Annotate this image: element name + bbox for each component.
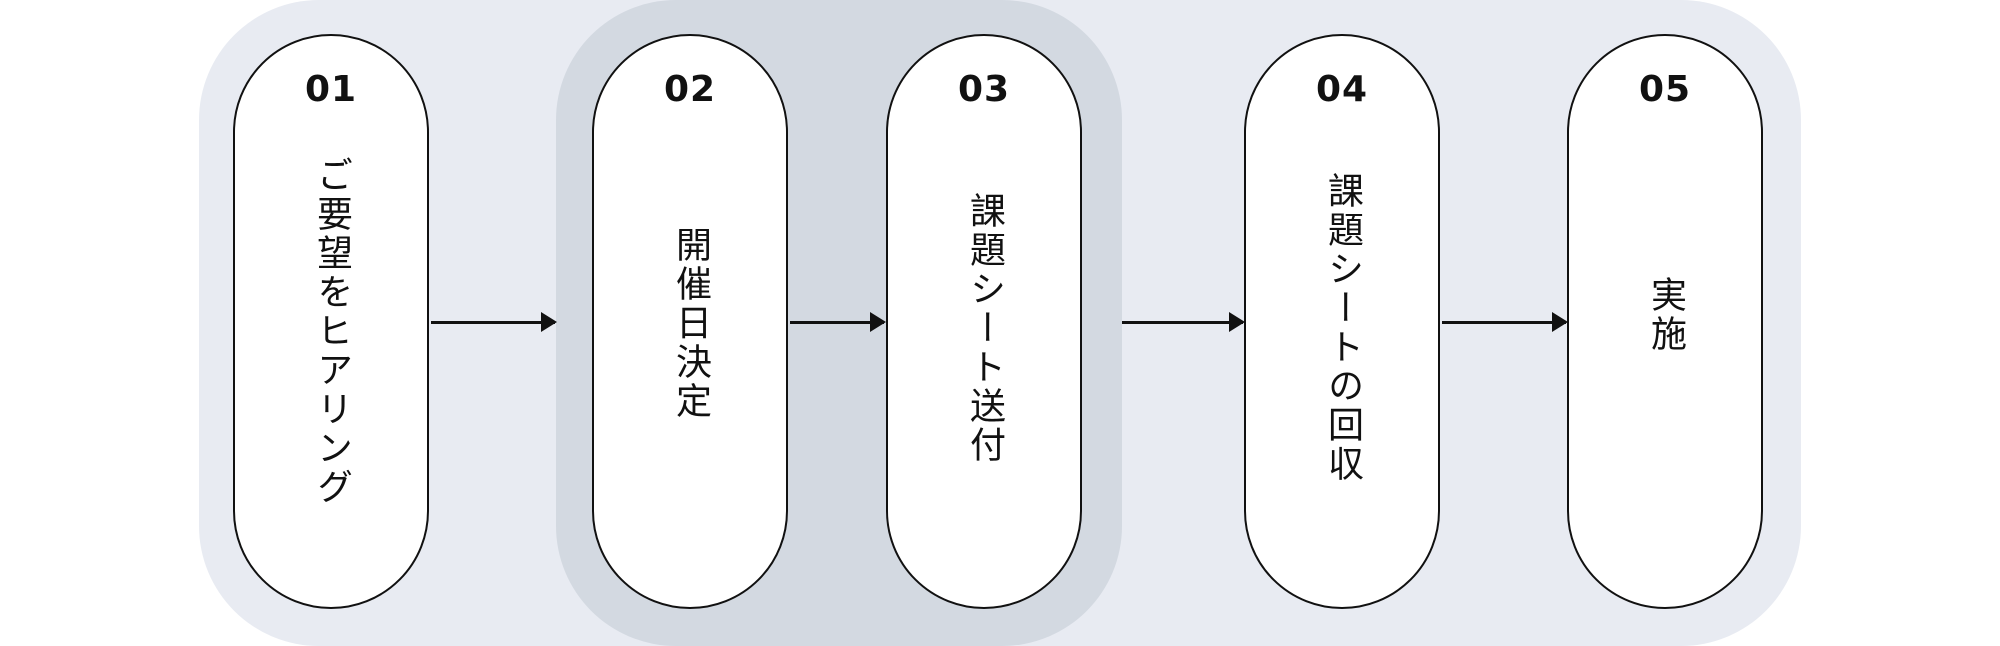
step-02-label: 開催日決定 [670,226,711,421]
step-05-card: 05 実施 [1567,34,1763,609]
arrow-04-to-05 [1442,312,1568,332]
arrow-02-to-03 [790,312,886,332]
step-02-number: 02 [663,69,717,110]
arrow-03-to-04 [1122,312,1245,332]
step-04-number: 04 [1315,69,1369,110]
step-01-card: 01 ご要望をヒアリング [233,34,429,609]
step-03-number: 03 [957,69,1011,110]
step-03-label: 課題シート送付 [964,192,1005,465]
step-02-card: 02 開催日決定 [592,34,788,609]
step-05-number: 05 [1638,69,1692,110]
step-04-card: 04 課題シートの回収 [1244,34,1440,609]
step-03-card: 03 課題シート送付 [886,34,1082,609]
step-05-label: 実施 [1645,276,1686,354]
step-01-label: ご要望をヒアリング [311,156,352,507]
arrow-01-to-02 [431,312,557,332]
step-01-number: 01 [304,69,358,110]
step-04-label: 課題シートの回収 [1322,172,1363,484]
